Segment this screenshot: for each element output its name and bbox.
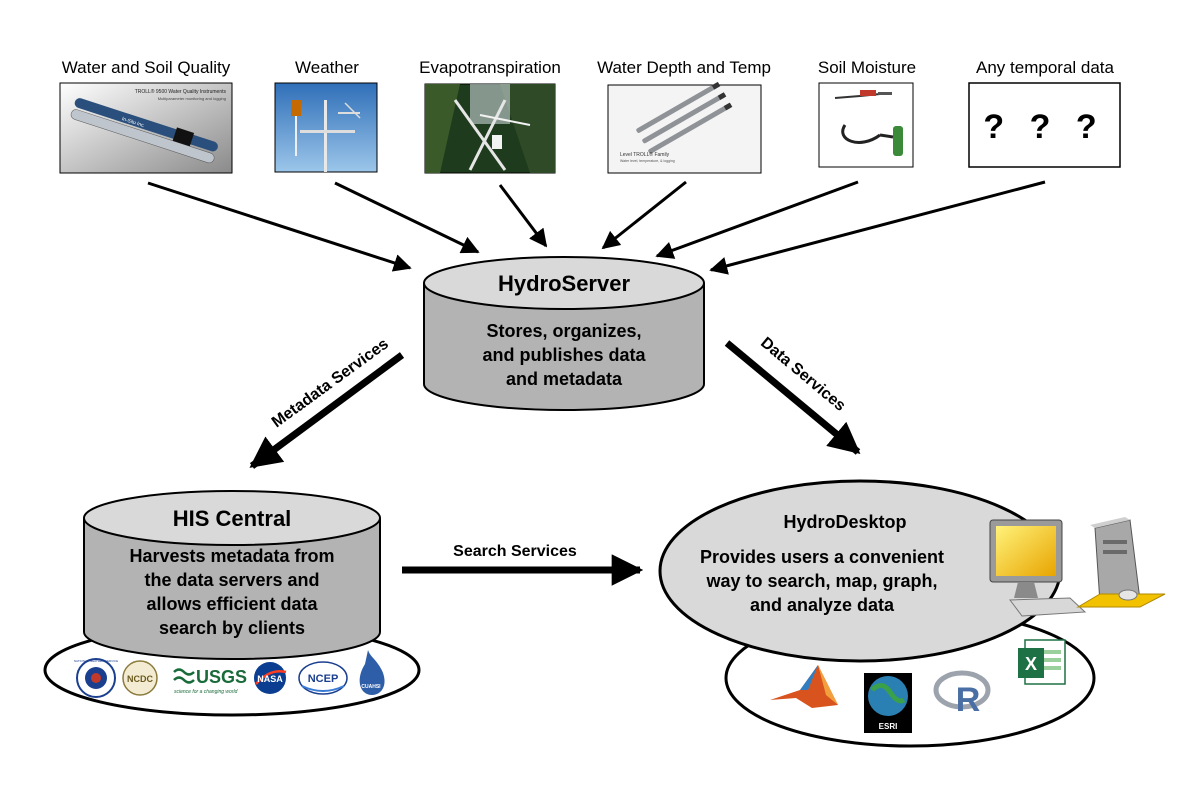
- ncdc-text: NCDC: [127, 674, 153, 684]
- search-services-label: Search Services: [453, 543, 577, 560]
- ncep-logo: NCEP: [298, 661, 348, 695]
- esri-logo: ESRI: [864, 673, 912, 733]
- source-label-water-depth-temp: Water Depth and Temp: [597, 58, 771, 77]
- metadata-services-label: Metadata Services: [269, 335, 392, 431]
- noaa-nws-text: NATIONAL WEATHER SERVICE: [74, 659, 118, 663]
- soil-moisture-photo: [818, 82, 914, 168]
- hydrodesktop-title: HydroDesktop: [783, 512, 906, 532]
- arrow-depth-to-server: [601, 180, 687, 250]
- nasa-text: NASA: [257, 674, 283, 684]
- metadata-services-arrow: Metadata Services: [249, 335, 405, 469]
- his-central-title: HIS Central: [173, 506, 292, 531]
- esri-text: ESRI: [879, 722, 898, 731]
- arrow-soil-moisture-to-server: [655, 180, 859, 259]
- usgs-logo: USGS science for a changing world: [173, 667, 247, 695]
- cuahsi-text: CUAHSI: [361, 684, 381, 690]
- ncep-text: NCEP: [308, 673, 339, 685]
- level-troll-caption: Level TROLL® Family: [620, 151, 670, 158]
- troll-9500-photo: TROLL® 9500 Water Quality Instruments Mu…: [59, 82, 233, 174]
- his-central-line-4: search by clients: [159, 618, 305, 638]
- hydroserver-title: HydroServer: [498, 271, 631, 296]
- source-label-evapotranspiration: Evapotranspiration: [419, 58, 561, 77]
- usgs-text: USGS: [196, 667, 247, 687]
- hydrodesktop-line-1: Provides users a convenient: [700, 547, 944, 567]
- hydroserver-line-3: and metadata: [506, 369, 623, 389]
- arrow-any-to-server: [709, 180, 1046, 275]
- his-central-line-2: the data servers and: [144, 570, 319, 590]
- troll-9500-subcaption: Multiparameter monitoring and logging: [158, 96, 226, 101]
- hydrodesktop-group: HydroDesktop Provides users a convenient…: [658, 479, 1166, 748]
- evapotranspiration-photo: [424, 83, 556, 174]
- his-central-line-3: allows efficient data: [146, 594, 318, 614]
- hydroserver-line-2: and publishes data: [482, 345, 646, 365]
- question-marks: ? ? ?: [983, 108, 1104, 146]
- his-central-line-1: Harvests metadata from: [129, 546, 334, 566]
- excel-logo: X: [1018, 639, 1066, 685]
- usgs-tagline: science for a changing world: [174, 689, 238, 695]
- source-label-water-soil-quality: Water and Soil Quality: [62, 58, 231, 77]
- source-label-any-temporal: Any temporal data: [976, 58, 1115, 77]
- source-label-soil-moisture: Soil Moisture: [818, 58, 916, 77]
- arrow-water-soil-to-server: [147, 181, 412, 272]
- hydroserver-line-1: Stores, organizes,: [486, 321, 641, 341]
- troll-9500-caption: TROLL® 9500 Water Quality Instruments: [135, 88, 227, 95]
- hydrodesktop-line-2: way to search, map, graph,: [705, 571, 937, 591]
- excel-text: X: [1025, 654, 1037, 674]
- nasa-logo: NASA: [254, 662, 287, 694]
- level-troll-subcaption: Water level, temperature, & logging: [620, 159, 675, 163]
- source-arrows: [147, 180, 1046, 275]
- hydrodesktop-line-3: and analyze data: [750, 595, 895, 615]
- data-services-arrow: Data Services: [724, 334, 861, 455]
- r-text: R: [956, 681, 981, 719]
- level-troll-photo: Level TROLL® Family Water level, tempera…: [607, 81, 762, 174]
- desktop-computer-icon: [989, 517, 1166, 617]
- search-services-arrow: Search Services: [402, 543, 644, 586]
- weather-station-photo: [274, 82, 378, 173]
- his-central-group: HIS Central Harvests metadata from the d…: [43, 490, 421, 717]
- hydroserver-cylinder: HydroServer Stores, organizes, and publi…: [423, 256, 705, 411]
- arrow-weather-to-server: [334, 181, 480, 254]
- arrow-evapo-to-server: [498, 184, 548, 248]
- noaa-nws-logo: NATIONAL WEATHER SERVICE: [74, 658, 118, 698]
- r-logo: R: [933, 670, 991, 719]
- ncdc-logo: NCDC: [122, 660, 158, 696]
- any-temporal-placeholder: ? ? ?: [968, 82, 1121, 168]
- cuahsi-logo: CUAHSI: [359, 650, 385, 695]
- source-label-weather: Weather: [295, 58, 359, 77]
- matlab-logo: [770, 665, 838, 708]
